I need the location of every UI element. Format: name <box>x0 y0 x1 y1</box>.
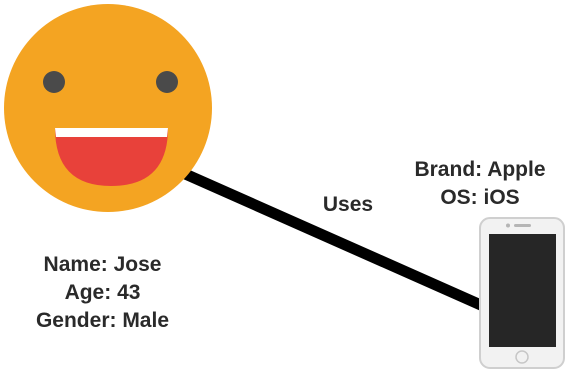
phone-speaker <box>514 224 531 227</box>
phone-camera <box>506 223 510 228</box>
device-attributes: Brand: Apple OS: iOS <box>395 157 565 213</box>
teeth <box>55 128 168 137</box>
device-os: OS: iOS <box>440 186 520 209</box>
uses-connector-line <box>177 167 489 312</box>
right-eye <box>156 71 178 93</box>
person-gender: Gender: Male <box>35 309 170 332</box>
device-brand: Brand: Apple <box>414 158 546 181</box>
mouth <box>55 128 168 186</box>
person-attributes: Name: Jose Age: 43 Gender: Male <box>0 252 205 336</box>
phone-screen <box>489 234 556 347</box>
left-eye <box>43 71 65 93</box>
smiley-face-icon <box>4 4 212 212</box>
person-name: Name: Jose <box>43 253 162 276</box>
relationship-label: Uses <box>322 193 374 216</box>
smartphone-icon <box>479 217 565 369</box>
phone-home-button <box>515 350 529 364</box>
person-age: Age: 43 <box>64 281 141 304</box>
